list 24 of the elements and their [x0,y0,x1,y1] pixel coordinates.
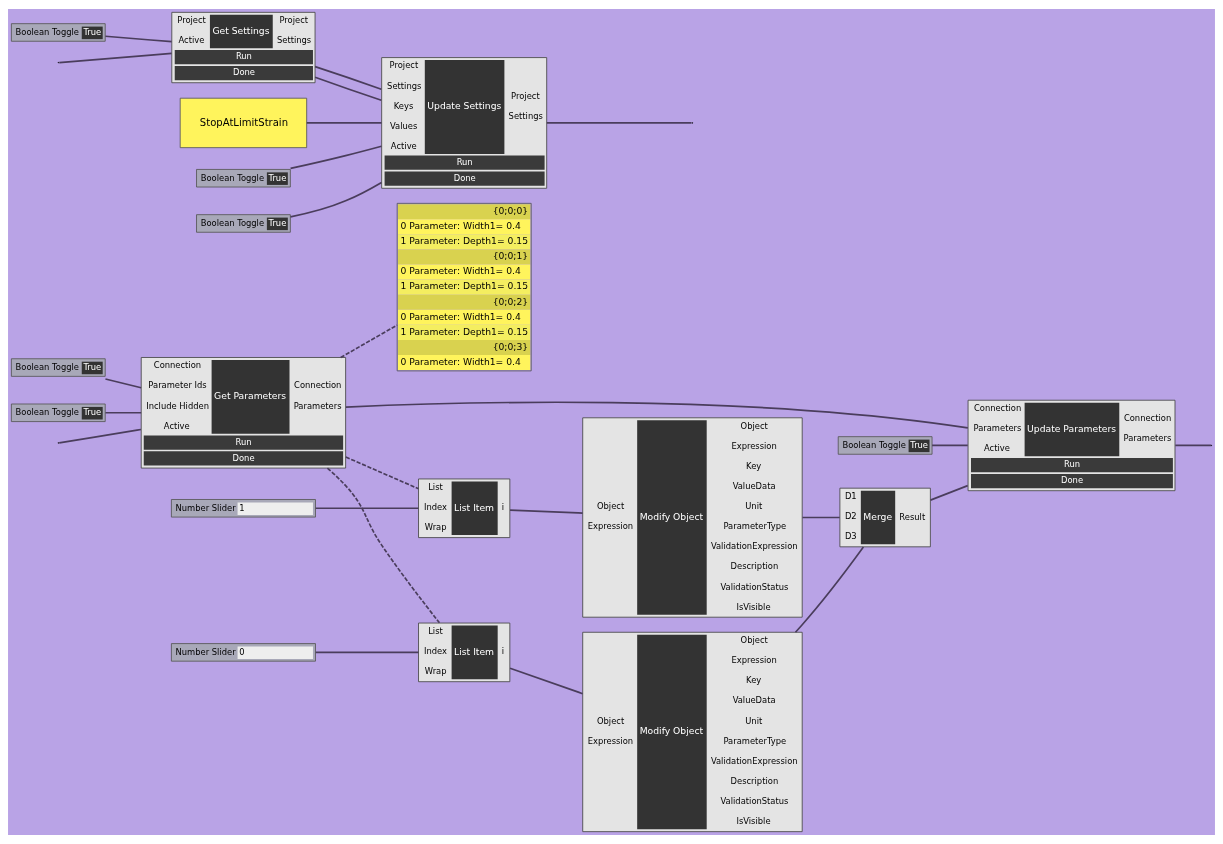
connector [801,516,841,519]
connector [314,507,420,510]
connector [931,444,969,447]
connector [289,145,383,170]
connector [104,411,142,414]
connector [104,378,142,389]
connector [509,509,584,514]
connector [339,324,398,359]
connector [314,651,420,654]
connector [344,456,420,490]
connector [345,401,969,429]
connector [58,52,173,64]
connector [546,122,693,124]
connector [314,65,383,91]
connector [58,428,142,444]
connector [314,76,383,102]
connector [509,667,584,695]
connector [794,546,865,634]
connector [104,35,173,43]
connector [289,181,383,218]
connector [305,122,383,124]
connector [929,484,969,501]
connector [326,467,441,624]
connector [1174,444,1212,447]
